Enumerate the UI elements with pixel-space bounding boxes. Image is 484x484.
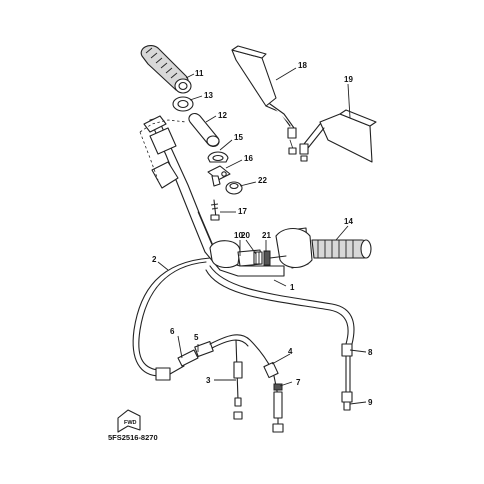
callout-15: 15 — [234, 133, 243, 142]
callout-10: 10 — [234, 231, 243, 240]
right-grip — [275, 227, 372, 269]
mirror-left — [231, 45, 297, 155]
cable-guide-15 — [207, 151, 229, 163]
mirror-right — [299, 109, 377, 163]
drawing-code: 5FS2516-8270 — [108, 433, 158, 442]
callout-11: 11 — [195, 69, 204, 78]
callout-19: 19 — [344, 75, 353, 84]
leader-lines — [157, 67, 367, 405]
callout-3: 3 — [206, 376, 211, 385]
callout-18: 18 — [298, 61, 307, 70]
callout-9: 9 — [368, 398, 373, 407]
locknut-21 — [263, 250, 287, 266]
callout-8: 8 — [368, 348, 373, 357]
grip-end-ring — [172, 96, 194, 112]
callout-12: 12 — [218, 111, 227, 120]
callout-16: 16 — [244, 154, 253, 163]
callout-labels: 11 13 12 15 16 22 17 18 19 14 10 20 21 1… — [152, 61, 373, 407]
callout-2: 2 — [152, 255, 157, 264]
forward-marker-label: FWD — [124, 420, 137, 426]
callout-6: 6 — [170, 327, 175, 336]
cables — [132, 257, 355, 433]
callout-22: 22 — [258, 176, 267, 185]
left-grip — [140, 45, 192, 94]
screw-17 — [210, 199, 220, 221]
callout-21: 21 — [262, 231, 271, 240]
callout-5: 5 — [194, 333, 199, 342]
housing-clip-16 — [207, 165, 231, 187]
callout-20: 20 — [241, 231, 250, 240]
forward-arrow-icon: FWD — [117, 409, 141, 433]
cap-22 — [225, 181, 243, 195]
junction-block — [155, 334, 273, 381]
callout-1: 1 — [290, 283, 295, 292]
callout-4: 4 — [288, 347, 293, 356]
handlebar — [139, 115, 285, 277]
callout-14: 14 — [344, 217, 353, 226]
adjuster-20 — [253, 251, 263, 265]
callout-17: 17 — [238, 207, 247, 216]
callout-7: 7 — [296, 378, 301, 387]
callout-13: 13 — [204, 91, 213, 100]
throttle-sleeve — [188, 113, 220, 147]
